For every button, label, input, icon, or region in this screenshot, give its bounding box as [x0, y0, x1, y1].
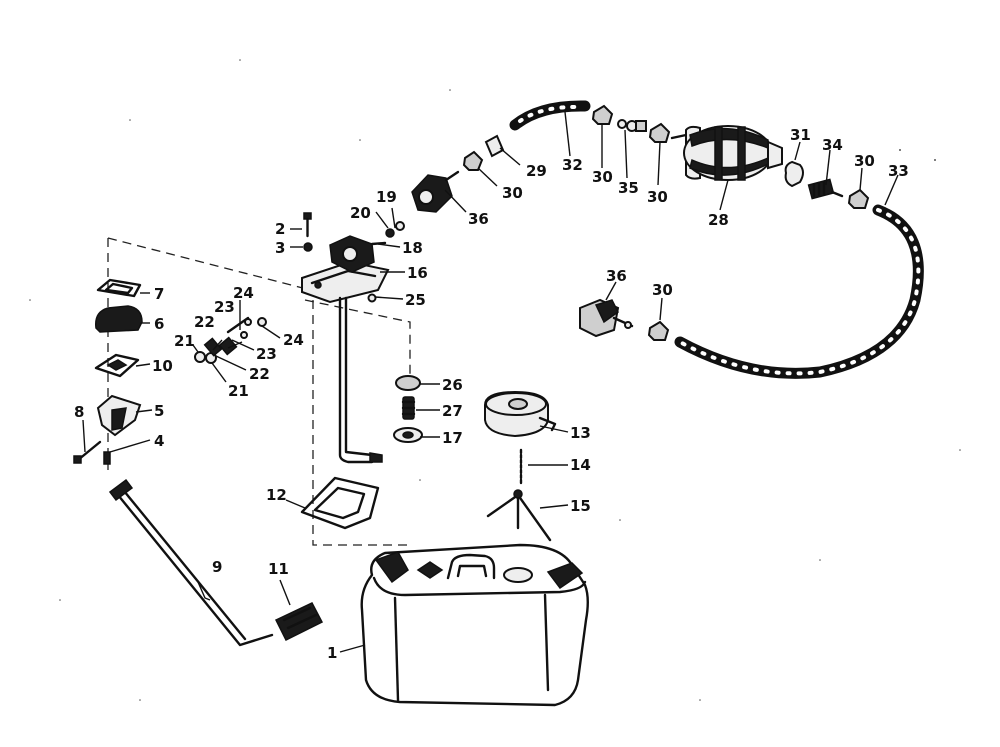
- callout-17: 17: [442, 429, 463, 447]
- gasket-small: [395, 221, 405, 231]
- callout-36-lower: 36: [606, 267, 627, 285]
- connector-housing: [96, 394, 142, 437]
- check-valve: [807, 178, 844, 200]
- hose-upper: [509, 100, 591, 131]
- callout-34: 34: [822, 136, 843, 154]
- callout-21-lower: 21: [228, 382, 249, 400]
- fuel-connector-lower: [579, 298, 634, 338]
- callout-10: 10: [152, 357, 173, 375]
- gasket: [300, 476, 380, 530]
- clamp-a: [462, 150, 484, 171]
- callout-8: 8: [74, 403, 84, 421]
- plate: [94, 353, 140, 378]
- disc: [395, 375, 421, 391]
- callout-6: 6: [154, 315, 164, 333]
- clamp-b: [591, 104, 614, 125]
- lock-washer: [303, 242, 313, 252]
- retainer-ring: [367, 293, 377, 303]
- spring: [401, 396, 416, 420]
- callout-20: 20: [350, 204, 371, 222]
- fuel-tank: [360, 543, 589, 707]
- callout-30-a: 30: [502, 184, 523, 202]
- callout-29: 29: [526, 162, 547, 180]
- ferrule: [484, 134, 505, 158]
- callout-27: 27: [442, 402, 463, 420]
- callout-36-upper: 36: [468, 210, 489, 228]
- gasket-cover: [96, 278, 142, 298]
- callout-21-upper: 21: [174, 332, 195, 350]
- callout-16: 16: [407, 264, 428, 282]
- callout-30-c: 30: [647, 188, 668, 206]
- callout-12: 12: [266, 486, 287, 504]
- cap-retainer: [486, 489, 552, 542]
- nut: [103, 451, 111, 465]
- paper-specks: [29, 59, 961, 701]
- callout-26: 26: [442, 376, 463, 394]
- callout-7: 7: [154, 285, 164, 303]
- callout-30-b: 30: [592, 168, 613, 186]
- callout-30-d: 30: [854, 152, 875, 170]
- callout-33: 33: [888, 162, 909, 180]
- callout-30-e: 30: [652, 281, 673, 299]
- fuel-pickup-bracket: [301, 235, 390, 464]
- callout-18: 18: [402, 239, 423, 257]
- callout-24-lower: 24: [283, 331, 304, 349]
- callout-1: 1: [327, 644, 337, 662]
- callout-22-lower: 22: [249, 365, 270, 383]
- fuel-filter: [274, 602, 324, 642]
- callout-5: 5: [154, 402, 164, 420]
- tank-cap: [484, 390, 557, 438]
- callout-23-upper: 23: [214, 298, 235, 316]
- cover: [95, 305, 143, 333]
- clamp-ring: [784, 160, 804, 188]
- fuel-pickup-tube: [108, 478, 274, 647]
- callout-labels: 1 2 3 4 5 6 7 8 9 10 11 12 13 14 15 16 1…: [74, 126, 909, 662]
- callout-35: 35: [618, 179, 639, 197]
- callout-28: 28: [708, 211, 729, 229]
- callout-3: 3: [275, 239, 285, 257]
- clamp-e: [647, 320, 670, 341]
- fuel-connector-upper: [411, 170, 460, 213]
- callout-2: 2: [275, 220, 285, 238]
- hose-lower: [674, 204, 924, 379]
- callout-25: 25: [405, 291, 426, 309]
- clamp-d: [847, 188, 870, 209]
- callout-13: 13: [570, 424, 591, 442]
- fitting: [617, 119, 647, 132]
- callout-4: 4: [154, 432, 164, 450]
- callout-9: 9: [212, 558, 222, 576]
- bolt: [73, 440, 102, 464]
- callout-32: 32: [562, 156, 583, 174]
- callout-22-upper: 22: [194, 313, 215, 331]
- callout-14: 14: [570, 456, 591, 474]
- callout-31: 31: [790, 126, 811, 144]
- clamp-c: [648, 122, 671, 143]
- valve-parts: [194, 316, 267, 364]
- leader-lines: [82, 111, 899, 653]
- callout-24-upper: 24: [233, 284, 254, 302]
- ball: [385, 228, 395, 238]
- callout-23-lower: 23: [256, 345, 277, 363]
- callout-19: 19: [376, 188, 397, 206]
- seal-washer: [393, 427, 423, 443]
- callout-11: 11: [268, 560, 289, 578]
- primer-bulb: [670, 125, 783, 181]
- callout-15: 15: [570, 497, 591, 515]
- screw: [303, 212, 312, 238]
